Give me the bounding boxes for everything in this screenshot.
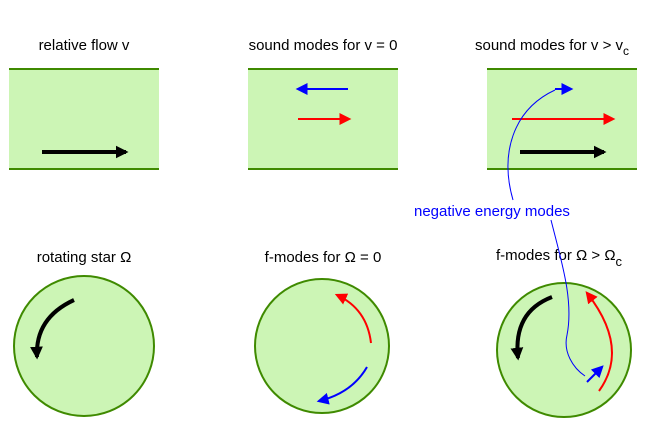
prograde-f-mode-arrow <box>334 293 372 344</box>
annotation-connector-top <box>507 89 556 201</box>
title-sound-modes-v0: sound modes for v = 0 <box>249 37 398 54</box>
title-f-modes-omegac-main: f-modes for Ω > Ω <box>496 247 616 264</box>
flow-panel-1 <box>9 68 159 170</box>
title-f-modes-omegac: f-modes for Ω > Ωc <box>496 247 623 269</box>
retrograde-f-mode-arrow <box>316 366 368 405</box>
title-rotating-star: rotating star Ω <box>37 249 132 266</box>
rotation-arrow <box>510 295 553 361</box>
flow-panel-2 <box>248 68 398 170</box>
star-panel-2 <box>254 278 390 414</box>
blue-f-mode-arrow <box>586 365 604 383</box>
title-f-modes-omegac-sub: c <box>616 254 623 269</box>
flow-panel-3 <box>487 68 637 170</box>
title-f-modes-omega0: f-modes for Ω = 0 <box>265 249 382 266</box>
annotation-connector-bottom <box>550 219 586 377</box>
star-disk <box>254 278 390 414</box>
title-sound-modes-vc-main: sound modes for v > v <box>475 37 623 54</box>
star-panel-1 <box>13 275 155 417</box>
title-sound-modes-vc-sub: c <box>623 44 629 58</box>
prograde-f-mode-arrow <box>585 291 613 392</box>
star-panel-3 <box>496 282 632 418</box>
star-disk <box>496 282 632 418</box>
star-disk <box>13 275 155 417</box>
title-relative-flow: relative flow v <box>39 37 130 54</box>
title-sound-modes-vc: sound modes for v > vc <box>475 37 629 58</box>
rotation-arrow <box>30 298 75 360</box>
annotation-negative-energy-modes: negative energy modes <box>414 203 570 220</box>
